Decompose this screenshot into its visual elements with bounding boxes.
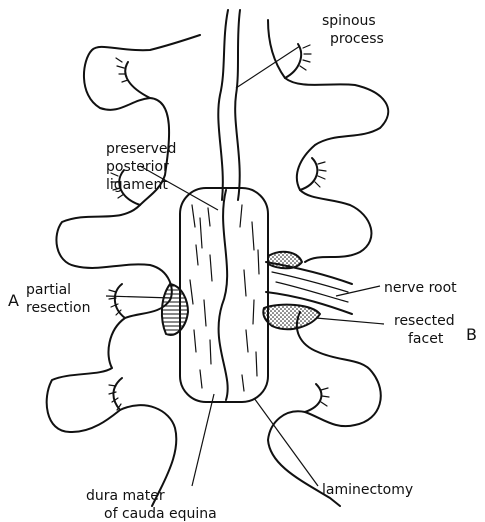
marker-a: A (8, 291, 19, 310)
leader-lines (106, 46, 384, 486)
label-spinous-line2: process (330, 31, 384, 47)
label-resected-line2: facet (408, 331, 444, 347)
label-dura-line2: of cauda equina (104, 506, 217, 522)
label-resected-line1: resected (394, 313, 455, 329)
left-facet-hook-3 (115, 284, 125, 318)
resected-facet-patch (263, 305, 320, 330)
right-facet-hook-2 (300, 158, 317, 190)
left-vertebra-outline (47, 35, 200, 506)
label-nerve-root: nerve root (384, 280, 457, 296)
label-preserved-line1: preserved (106, 141, 176, 157)
partial-resection-patch (162, 284, 188, 335)
right-facet-hook-1 (285, 44, 301, 78)
marker-b: B (466, 325, 477, 344)
label-partial-line2: resection (26, 300, 90, 316)
spinous-process (218, 10, 240, 200)
label-preserved-line3: ligament (106, 177, 168, 193)
label-partial-line1: partial (26, 282, 71, 298)
upper-resected-patch (268, 252, 302, 269)
right-facet-hook-4 (305, 384, 321, 412)
label-preserved-line2: posterior (106, 159, 169, 175)
label-spinous-line1: spinous (322, 13, 376, 29)
nerve-root-fibers (272, 272, 348, 302)
label-dura-line1: dura mater (86, 488, 165, 504)
label-laminectomy: laminectomy (322, 482, 413, 498)
left-facet-hook-1 (125, 62, 150, 98)
dura-midline (219, 190, 228, 400)
